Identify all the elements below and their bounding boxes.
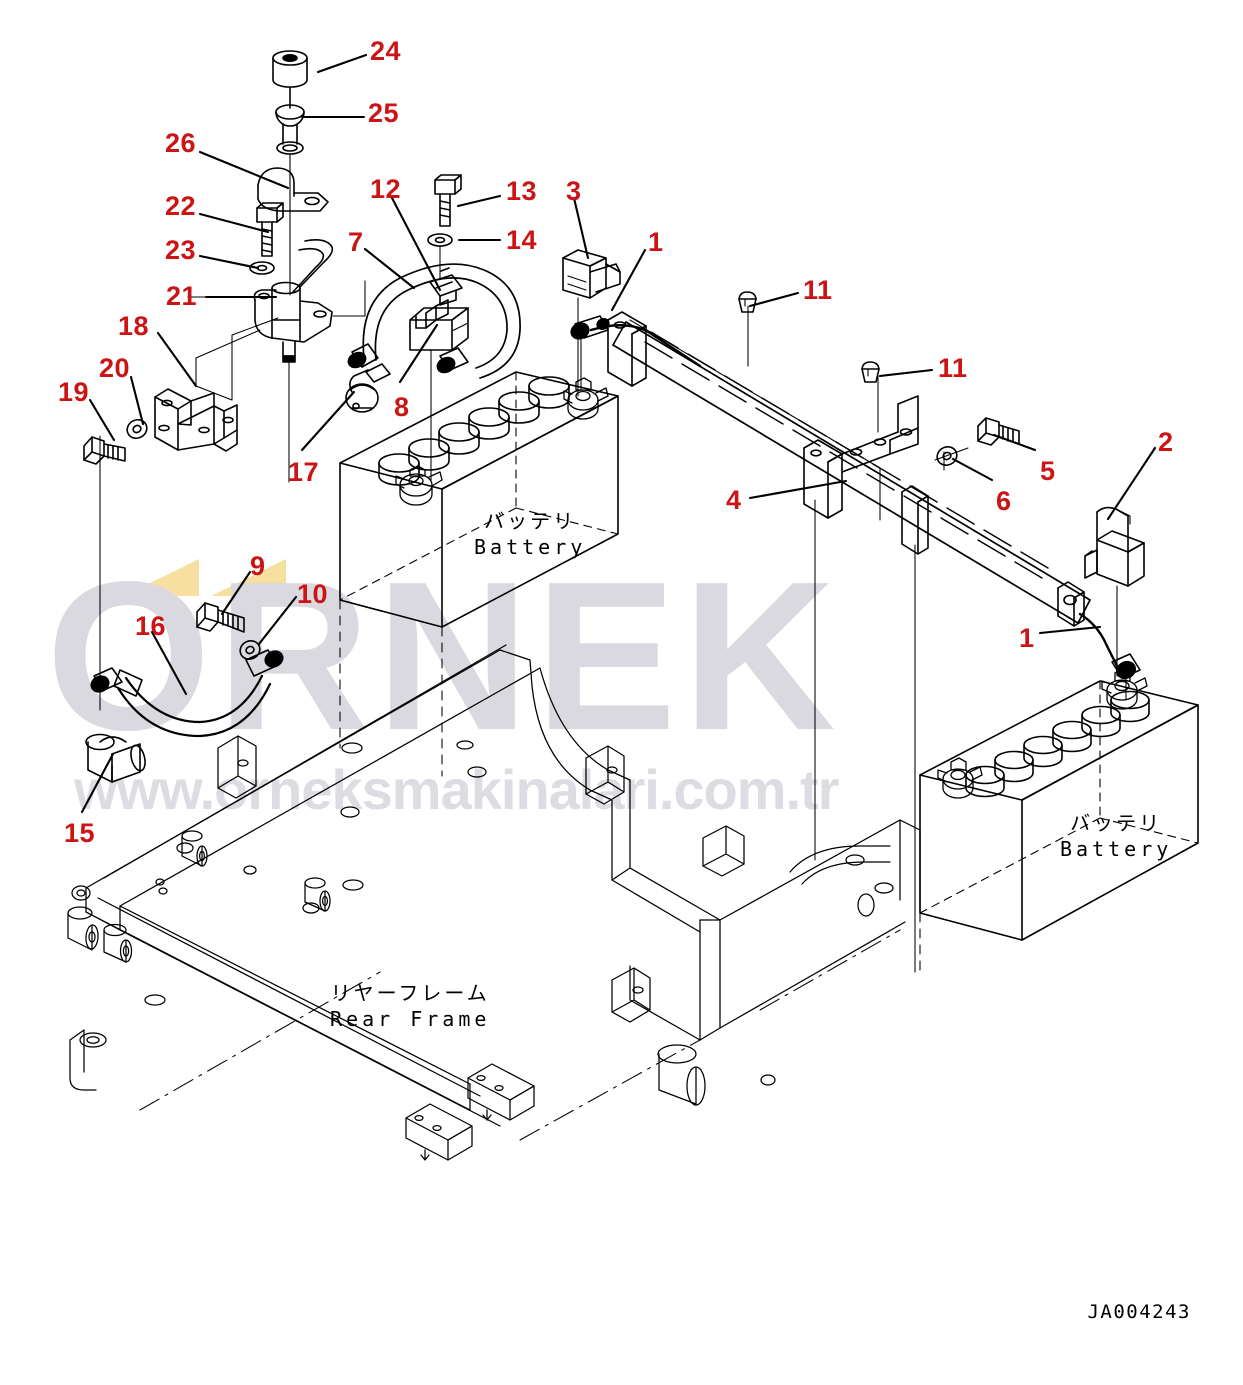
leader-2 [1106,446,1157,521]
battery-right-terminal-near [937,757,983,799]
leader-13 [456,194,502,208]
leader-16 [150,630,188,696]
leader-7 [363,247,416,290]
part-22-bolt [256,202,284,257]
callout-5[interactable]: 5 [1040,456,1056,486]
callout-7[interactable]: 7 [348,227,364,257]
drawing-number: JA004243 [1087,1301,1191,1323]
leader-19 [88,398,116,442]
callout-26[interactable]: 26 [165,128,197,158]
callout-14[interactable]: 14 [506,225,538,255]
leader-3 [572,196,590,260]
part-11-grommet-upper [738,291,757,313]
label-battery-right: バッテリ Battery [1060,810,1172,863]
part-19-bolt [83,436,126,465]
leader-12 [390,196,442,292]
part-24-knob-cap [272,50,308,109]
part-14-washer [427,233,453,279]
leader-4 [748,479,848,500]
part-6-washer [936,445,958,467]
callout-1-right[interactable]: 1 [1019,623,1035,653]
part-15-cable-boot [85,733,146,783]
battery-left [339,371,619,777]
callout-1-left[interactable]: 1 [648,227,664,257]
leader-22 [198,212,270,234]
part-11-grommet-lower [861,361,880,383]
leader-8 [398,323,439,384]
rear-frame [67,644,921,1161]
battery-left-terminal-far [563,377,609,420]
callout-12[interactable]: 12 [370,174,402,204]
callout-8[interactable]: 8 [394,392,410,422]
callout-21[interactable]: 21 [166,281,198,311]
battery-right-terminal-far [1101,668,1148,710]
leader-18 [156,331,198,388]
leader-1a [610,248,647,312]
callout-23[interactable]: 23 [165,235,197,265]
part-2-terminal-cover-right [1084,506,1145,677]
callout-24[interactable]: 24 [370,36,402,66]
callout-2[interactable]: 2 [1158,427,1174,457]
battery-left-terminal-near [395,465,443,506]
part-7-wiring-harness [347,263,521,379]
label-rear-frame-kana: リヤーフレーム [330,981,490,1005]
part-10-washer [239,639,261,661]
part-8-relay-block [409,299,469,481]
battery-right [919,668,1199,973]
callout-17[interactable]: 17 [288,457,320,487]
callout-6[interactable]: 6 [996,486,1012,516]
callout-4[interactable]: 4 [726,485,742,515]
leader-24 [316,53,368,74]
callout-10[interactable]: 10 [297,579,329,609]
leader-10 [257,595,298,646]
part-17-terminal-end [345,363,391,413]
callout-13[interactable]: 13 [506,176,538,206]
leader-5 [992,433,1037,452]
callout-16[interactable]: 16 [135,611,167,641]
part-16-ground-cable [90,649,284,738]
part-4-hold-down-rail [607,305,1091,973]
leader-11b [878,368,934,378]
callout-15[interactable]: 15 [64,818,96,848]
callout-19[interactable]: 19 [58,377,90,407]
label-rear-frame: リヤーフレーム Rear Frame [330,980,490,1033]
leader-23 [198,254,260,270]
leader-17 [300,390,356,452]
part-20-washer [126,418,148,440]
leader-1b [1038,625,1102,635]
callout-3[interactable]: 3 [566,176,582,206]
callout-20[interactable]: 20 [99,353,131,383]
callout-25[interactable]: 25 [368,98,400,128]
label-battery-left-roman: Battery [474,535,587,560]
leader-20 [129,375,145,426]
part-13-bolt [434,174,462,227]
leader-26 [198,150,290,190]
part-3-terminal-cover-left [562,249,621,397]
leader-11a [748,291,800,308]
leader-6 [951,457,994,482]
label-battery-right-kana: バッテリ [1070,811,1163,835]
leader-9 [220,570,252,616]
callout-11-lower[interactable]: 11 [938,353,968,383]
part-9-bolt [196,602,245,633]
label-battery-right-roman: Battery [1060,837,1173,862]
part-25-knob-shaft [275,104,305,296]
callout-22[interactable]: 22 [165,191,197,221]
callout-18[interactable]: 18 [118,311,150,341]
label-rear-frame-roman: Rear Frame [330,1007,491,1032]
label-battery-left: バッテリ Battery [474,508,586,561]
part-18-mounting-bracket [99,329,261,696]
callout-11-upper[interactable]: 11 [803,275,833,305]
callout-9[interactable]: 9 [250,551,266,581]
label-battery-left-kana: バッテリ [484,509,577,533]
leader-15 [80,752,115,814]
